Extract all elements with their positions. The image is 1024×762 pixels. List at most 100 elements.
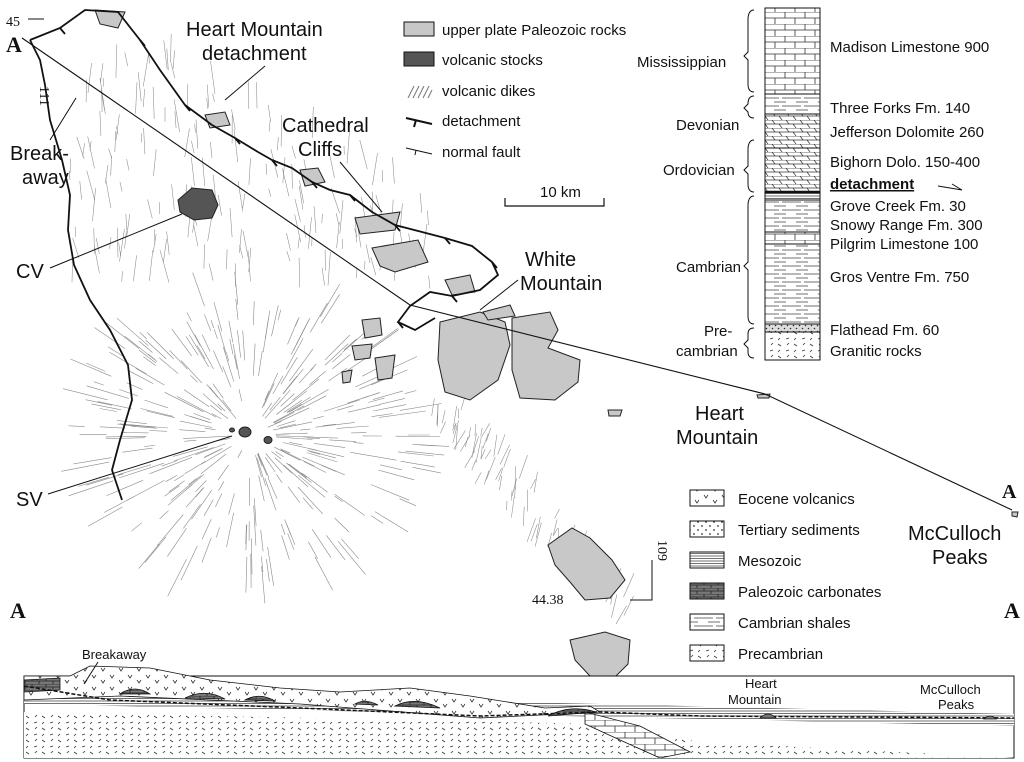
dike-line (239, 229, 242, 253)
dike-line (281, 535, 290, 560)
dike-line (171, 184, 175, 211)
dike-line (294, 198, 301, 222)
unit-granitic: Granitic rocks (830, 343, 922, 360)
dike-line (93, 228, 95, 254)
dike-line (119, 389, 139, 397)
dike-line (527, 489, 529, 512)
dike-line (126, 159, 130, 171)
dike-line (262, 318, 269, 353)
dike-line (138, 544, 160, 569)
section-heart-mountain-klippe (759, 713, 777, 719)
dike-line (61, 461, 110, 472)
dike-line (267, 546, 274, 586)
dike-line (297, 238, 300, 249)
dike-line (186, 474, 205, 490)
dike-line (311, 529, 332, 558)
dike-line (334, 517, 350, 533)
dike-line (264, 457, 276, 473)
dike-line (217, 464, 230, 481)
dike-line (140, 408, 173, 417)
dike-line (286, 462, 307, 479)
dike-line (245, 556, 248, 593)
unit-flathead: Flathead Fm. 60 (830, 322, 939, 339)
dike-line (238, 389, 243, 402)
dike-line (223, 346, 235, 382)
dike-line (173, 99, 180, 133)
leader-hm-detachment (224, 65, 266, 101)
dike-line (144, 399, 168, 409)
dike-line (346, 131, 350, 164)
dike-line (201, 537, 212, 563)
scale-label: 10 km (540, 184, 581, 201)
dike-line (100, 63, 104, 83)
dike-line (484, 449, 492, 460)
dike-line (206, 98, 209, 109)
dike-line (174, 111, 177, 129)
dike-line (117, 227, 119, 258)
dike-line (126, 382, 143, 390)
dike-line (233, 129, 239, 163)
dike-line (404, 390, 417, 394)
dike-line (124, 230, 127, 249)
dike-line (460, 435, 471, 452)
dike-line (399, 498, 417, 507)
dike-line (272, 375, 284, 395)
dike-line (510, 490, 513, 501)
dike-line (159, 250, 170, 283)
section-marker-map-a: A (6, 32, 22, 57)
dike-line (482, 433, 489, 449)
dike-line (264, 389, 291, 419)
section-leader-breakaway (83, 661, 99, 685)
label-white-2: Mountain (520, 273, 602, 295)
dike-line (372, 152, 378, 186)
dike-line (196, 345, 206, 360)
dike-line (143, 356, 156, 366)
dike-line (217, 194, 222, 216)
dike-line (329, 439, 356, 442)
dike-line (499, 475, 502, 491)
dike-line (161, 460, 178, 467)
dike-line (282, 168, 290, 197)
detachment-tick (59, 27, 66, 35)
unit-bighorn: Bighorn Dolo. 150-400 (830, 154, 980, 171)
dike-line (280, 357, 298, 385)
dike-line (170, 63, 176, 79)
dike-line (191, 140, 195, 154)
dike-line (503, 448, 511, 468)
period-ordovician: Ordovician (663, 162, 735, 179)
dike-line (436, 404, 439, 425)
dike-line (261, 565, 266, 604)
dike-line (245, 524, 247, 544)
dike-line (286, 232, 291, 251)
dike-line (412, 444, 450, 447)
label-white-1: White (525, 249, 576, 271)
label-sv: SV (16, 489, 43, 511)
dike-line (263, 383, 275, 407)
dike-line (526, 518, 536, 542)
dike-line (623, 595, 634, 616)
dike-line (334, 494, 365, 516)
dike-line (271, 451, 282, 460)
dike-line (117, 464, 152, 475)
leader-sv (47, 435, 233, 495)
dike-line (332, 353, 343, 363)
dike-line (357, 229, 362, 248)
dike-line (211, 413, 222, 420)
dike-line (183, 435, 230, 439)
dike-line (379, 464, 402, 471)
dike-line (167, 528, 187, 557)
dike-line (256, 82, 258, 109)
dike-line (184, 461, 206, 475)
dike-line (475, 438, 482, 463)
dike-line (147, 353, 156, 361)
dike-line (440, 421, 446, 434)
dike-line (99, 408, 117, 412)
dike-line (173, 447, 214, 462)
period-devonian: Devonian (676, 117, 739, 134)
dike-line (86, 362, 106, 372)
legend-swatch-fault (405, 147, 433, 156)
dike-line (138, 349, 157, 364)
legend-tertiary-sediments: Tertiary sediments (738, 522, 860, 539)
dike-line (127, 370, 154, 384)
dike-line (115, 44, 118, 78)
